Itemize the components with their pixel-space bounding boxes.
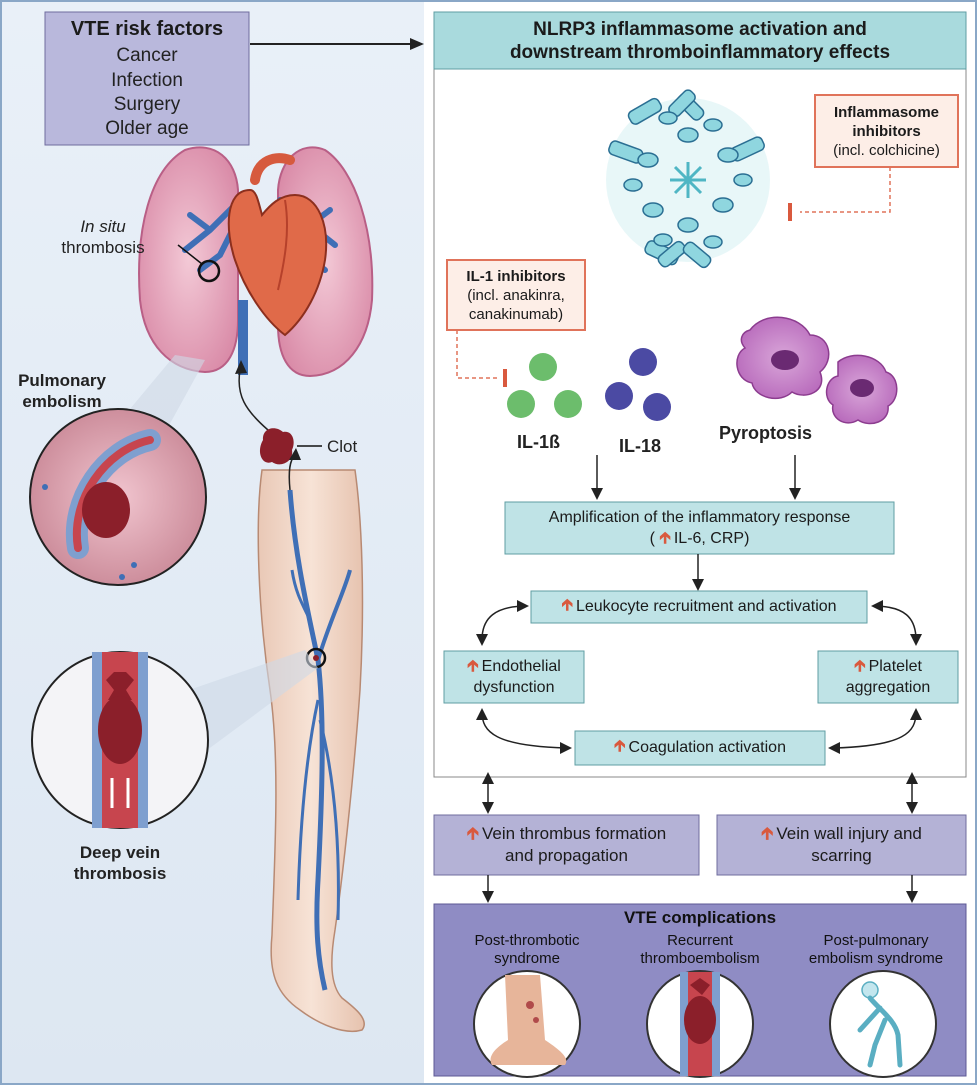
il1-inhibitors-box [446,259,586,331]
il1b-label: IL-1ß [517,432,560,452]
amplification-markers: IL-6, CRP) [673,530,750,547]
header-line2: downstream thromboinflammatory effects [509,41,891,63]
thrombosis-word: thrombosis [61,238,145,257]
up-arrow-icon: 🡱 [614,737,626,755]
platelet-box [817,650,959,704]
up-arrow-icon: 🡱 [466,824,479,843]
complications-title: VTE complications [623,908,777,927]
header-line1: NLRP3 inflammasome activation and [533,18,867,40]
dvt-magnified [31,650,318,829]
coagulation-label: 🡱Coagulation activation [575,731,825,765]
amplification-box [504,501,895,555]
amplification-paren: ( [649,530,655,547]
clot-label: Clot [327,437,358,456]
pyroptosis-label: Pyroptosis [719,423,813,443]
up-arrow-icon: 🡱 [854,658,866,675]
clot-illustration [259,428,322,465]
thrombus-line1: Vein thrombus formation [481,824,667,843]
nlrp3-header: NLRP3 inflammasome activation and downst… [434,12,966,69]
in-situ-label: In situ thrombosis [38,216,168,258]
amplification-line2: ( 🡱IL-6, CRP) [650,528,750,549]
pe-line2: embolism [22,392,102,411]
coagulation-box [574,730,826,766]
up-arrow-icon: 🡱 [467,658,479,675]
post-pe-syndrome-illustration [829,970,937,1078]
header-bar [433,11,967,70]
risk-factor-surgery: Surgery [113,94,181,115]
amplification-label: Amplification of the inflammatory respon… [505,502,894,554]
post-thrombotic-line1: Post-thrombotic [474,932,580,949]
pyroptosis-cells [736,316,898,425]
dvt-line1: Deep vein [79,843,161,862]
vein-wall-label: 🡱Vein wall injury and scarring [717,815,966,875]
endothelial-line2: dysfunction [473,679,555,696]
il1-inhibitors-label: IL-1 inhibitors (incl. anakinra, canakin… [447,260,585,330]
il1-inhibitors-line3: canakinumab) [468,305,564,323]
il1-inhibitors-line2: (incl. anakinra, [467,286,565,304]
platelet-line1: Platelet [868,658,922,675]
coagulation-text: Coagulation activation [628,739,786,756]
recurrent-te-illustration [646,970,754,1078]
endothelial-line1: Endothelial [481,658,561,675]
vein-wall-line2: scarring [811,846,872,865]
vein-wall-line1: Vein wall injury and [776,824,922,843]
thrombus-label: 🡱Vein thrombus formation and propagation [434,815,699,875]
complication-post-thrombotic: Post-thrombotic syndrome [442,932,612,968]
post-thrombotic-illustration [473,970,581,1078]
thrombus-line2: and propagation [505,846,628,865]
up-arrow-icon: 🡱 [659,530,671,547]
risk-factor-older-age: Older age [105,118,189,139]
leukocyte-label: 🡱Leukocyte recruitment and activation [531,591,867,623]
vein-wall-box [716,814,967,876]
endothelial-line1-wrap: 🡱Endothelial [467,656,561,677]
inflammasome-inhibitors-box [814,94,959,168]
up-arrow-icon: 🡱 [561,596,573,614]
il18-label: IL-18 [619,436,662,456]
platelet-label: 🡱Platelet aggregation [818,651,958,703]
complication-recurrent: Recurrent thromboembolism [615,932,785,968]
il18-molecules [605,348,671,421]
inflammasome-inhibitors-line3: (incl. colchicine) [833,141,940,159]
pulmonary-embolism-label: Pulmonary embolism [0,370,124,412]
il1b-molecules [507,353,582,418]
up-arrow-icon: 🡱 [761,824,774,843]
pulmonary-embolism-magnified [29,355,207,586]
amplification-line1: Amplification of the inflammatory respon… [548,509,851,526]
inflammasome-inhibitors-label: Inflammasome inhibitors (incl. colchicin… [815,95,958,167]
thrombus-line1-wrap: 🡱Vein thrombus formation [467,823,666,845]
recurrent-line2: thromboembolism [640,950,760,967]
il1-inhibitors-line1: IL-1 inhibitors [466,267,566,285]
complication-post-pe: Post-pulmonary embolism syndrome [790,932,962,968]
endothelial-label: 🡱Endothelial dysfunction [444,651,584,703]
vein-wall-line1-wrap: 🡱Vein wall injury and [761,823,922,845]
platelet-line1-wrap: 🡱Platelet [854,656,922,677]
platelet-line2: aggregation [845,679,931,696]
risk-factors-title: VTE risk factors [70,18,224,40]
endothelial-box [443,650,585,704]
post-pe-line2: embolism syndrome [808,950,944,967]
thrombus-box [433,814,700,876]
leukocyte-text: Leukocyte recruitment and activation [575,598,837,615]
risk-factors-box [44,11,250,146]
leukocyte-box [530,590,868,624]
inflammasome-inhibitors-line1: Inflammasome [833,103,940,121]
in-situ-italic: In situ [80,217,126,236]
dvt-line2: thrombosis [73,864,167,883]
inflammasome-illustration [606,89,770,269]
dvt-label: Deep vein thrombosis [50,842,190,884]
risk-factor-infection: Infection [111,70,183,91]
lungs-illustration [138,146,374,378]
post-pe-line1: Post-pulmonary [823,932,929,949]
post-thrombotic-line2: syndrome [494,950,560,967]
risk-factor-cancer: Cancer [116,45,178,66]
inflammasome-inhibitors-line2: inhibitors [852,122,921,140]
pe-line1: Pulmonary [18,371,106,390]
recurrent-line1: Recurrent [667,932,733,949]
